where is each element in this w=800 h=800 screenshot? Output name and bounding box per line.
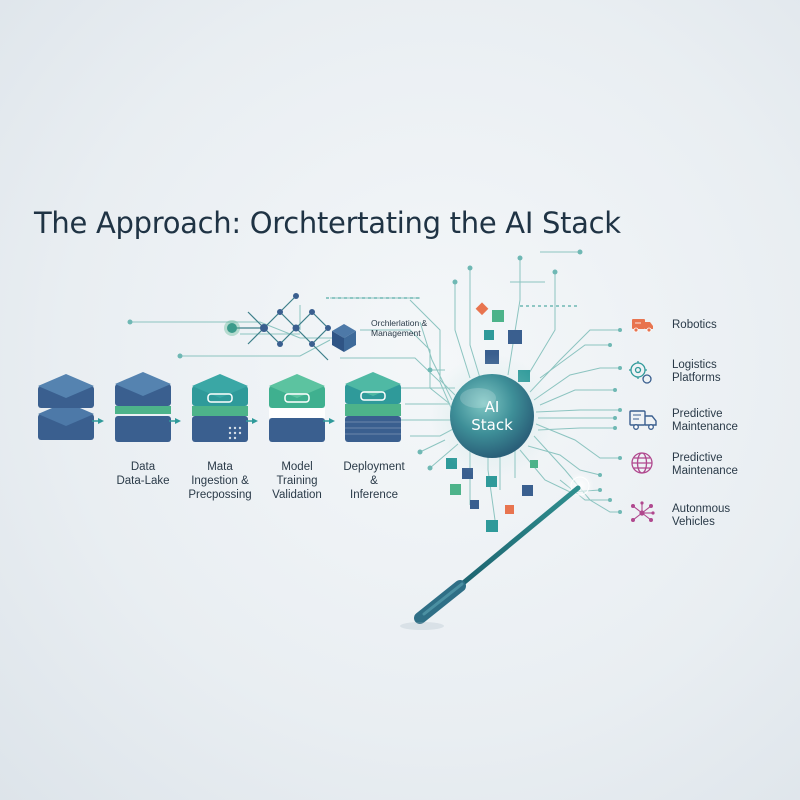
stage-label-line: Data bbox=[130, 461, 156, 473]
hub-label-line2: Stack bbox=[471, 416, 513, 434]
pipeline-arrows bbox=[92, 418, 335, 424]
pipeline-stage-data-lake bbox=[38, 374, 94, 440]
stage-label-training: Model Training Validation bbox=[242, 460, 352, 502]
stage-label-line: Model bbox=[281, 461, 313, 473]
hub-label: AI Stack bbox=[452, 398, 532, 434]
stage-label-line: Mata bbox=[207, 461, 233, 473]
app-label-predictive-2: Predictive Maintenance bbox=[672, 452, 738, 478]
app-label-autonomous: Autonmous Vehicles bbox=[672, 503, 730, 529]
stage-label-ingestion: Mata Ingestion & Precpossing bbox=[165, 460, 275, 502]
circuit-dots bbox=[127, 249, 583, 471]
app-label-logistics: Logistics Platforms bbox=[672, 359, 721, 385]
globe-icon bbox=[631, 452, 653, 474]
hub-label-line1: AI bbox=[484, 398, 500, 416]
stage-label-line: Precpossing bbox=[188, 489, 252, 501]
app-label-robotics: Robotics bbox=[672, 319, 717, 332]
stage-label-data-lake: Data Data-Lake bbox=[88, 460, 198, 488]
network-nodes bbox=[232, 295, 329, 361]
network-node-dots bbox=[224, 293, 331, 347]
orchestration-cube-icon bbox=[332, 324, 356, 352]
stage-label-line: & bbox=[370, 475, 378, 487]
arrow-icon bbox=[252, 418, 258, 424]
pipeline-stage-training bbox=[269, 374, 325, 442]
pointer-stick-icon bbox=[400, 472, 594, 630]
arrow-icon bbox=[329, 418, 335, 424]
stage-label-line: Inference bbox=[350, 489, 398, 501]
arrow-icon bbox=[175, 418, 181, 424]
stage-label-deployment: Deployment & Inference bbox=[319, 460, 429, 502]
orchestration-label-line2: Management bbox=[371, 328, 421, 338]
app-label-line: Maintenance bbox=[672, 421, 738, 433]
app-label-line: Maintenance bbox=[672, 465, 738, 477]
stage-label-line: Validation bbox=[272, 489, 322, 501]
dashed-lines bbox=[326, 297, 580, 307]
orchestration-label: Orchlerlation & Management bbox=[371, 318, 427, 338]
truck-icon bbox=[632, 319, 653, 333]
page-title: The Approach: Orchtertating the AI Stack bbox=[34, 206, 621, 240]
stage-label-line: Ingestion & bbox=[191, 475, 249, 487]
app-label-line: Logistics bbox=[672, 359, 717, 371]
app-label-line: Predictive bbox=[672, 408, 723, 420]
gears-icon bbox=[629, 361, 652, 384]
arrow-icon bbox=[98, 418, 104, 424]
app-label-line: Autonmous bbox=[672, 503, 731, 515]
stage-label-line: Training bbox=[276, 475, 318, 487]
app-connector-dots bbox=[598, 328, 622, 514]
app-label-line: Robotics bbox=[672, 319, 717, 331]
app-label-line: Vehicles bbox=[672, 516, 715, 528]
network-icon bbox=[631, 501, 655, 522]
pipeline-stage-ingestion bbox=[192, 374, 248, 442]
app-label-predictive-1: Predictive Maintenance bbox=[672, 408, 738, 434]
pipeline-stage-deployment bbox=[345, 372, 401, 442]
stage-label-line: Data-Lake bbox=[116, 475, 170, 487]
app-label-line: Predictive bbox=[672, 452, 723, 464]
app-label-line: Platforms bbox=[672, 372, 721, 384]
ai-stack-hub bbox=[450, 374, 534, 458]
stage-label-line: Deployment bbox=[343, 461, 405, 473]
orchestration-label-line1: Orchlerlation & bbox=[371, 318, 428, 328]
pipeline-stage-data-lake-2 bbox=[115, 372, 171, 442]
delivery-truck-icon bbox=[629, 410, 657, 430]
